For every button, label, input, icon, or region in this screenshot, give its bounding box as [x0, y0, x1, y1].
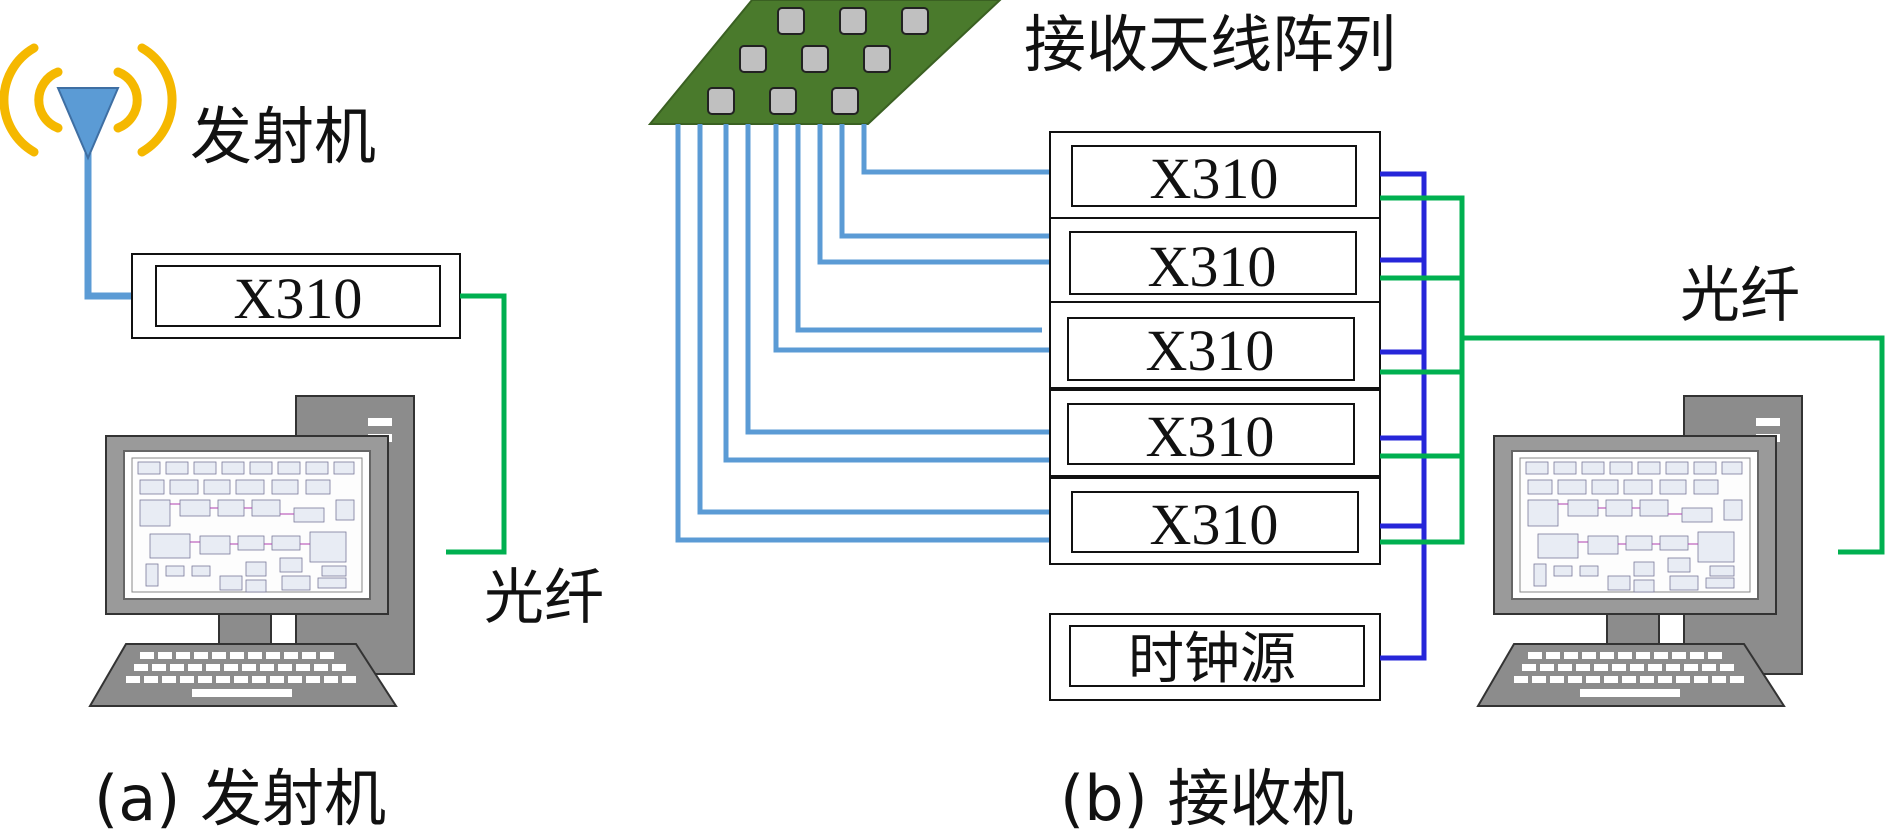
- tx-antenna-icon: [56, 87, 120, 161]
- rx-computer-icon: [1477, 395, 1803, 707]
- tx-x310-label: X310: [234, 266, 363, 331]
- antenna-array-icon: [647, 0, 1002, 125]
- rx-x310-unit-1: X310: [1049, 131, 1381, 219]
- clock-source-unit: 时钟源: [1049, 613, 1381, 701]
- antenna-waves-icon: [0, 43, 177, 157]
- rx-x310-unit-5: X310: [1049, 477, 1381, 565]
- rx-fiber-cables: [1380, 195, 1885, 555]
- rx-x310-label-3: X310: [1146, 318, 1275, 383]
- rx-x310-label-2: X310: [1148, 234, 1277, 299]
- tx-fiber-cable: [446, 293, 507, 555]
- rx-x310-unit-2: X310: [1049, 217, 1381, 303]
- antenna-array-label: 接收天线阵列: [1024, 8, 1396, 81]
- rx-x310-unit-4: X310: [1049, 389, 1381, 477]
- tx-rf-cable: [84, 130, 134, 300]
- transmitter-label: 发射机: [190, 100, 376, 173]
- rx-rf-cables: [675, 124, 1052, 543]
- clock-cables: [1380, 171, 1427, 661]
- receiver-caption: (b) 接收机: [1060, 762, 1353, 834]
- tx-computer-icon: [89, 395, 415, 707]
- rx-fiber-label: 光纤: [1680, 261, 1800, 331]
- tx-fiber-label: 光纤: [484, 563, 604, 633]
- rx-x310-label-4: X310: [1146, 404, 1275, 469]
- rx-x310-label-5: X310: [1150, 492, 1279, 557]
- rx-x310-label-1: X310: [1150, 146, 1279, 211]
- rx-x310-unit-3: X310: [1049, 301, 1381, 389]
- transmitter-caption: (a) 发射机: [94, 762, 386, 834]
- tx-x310-unit: X310: [131, 253, 461, 339]
- clock-source-label: 时钟源: [1128, 627, 1296, 692]
